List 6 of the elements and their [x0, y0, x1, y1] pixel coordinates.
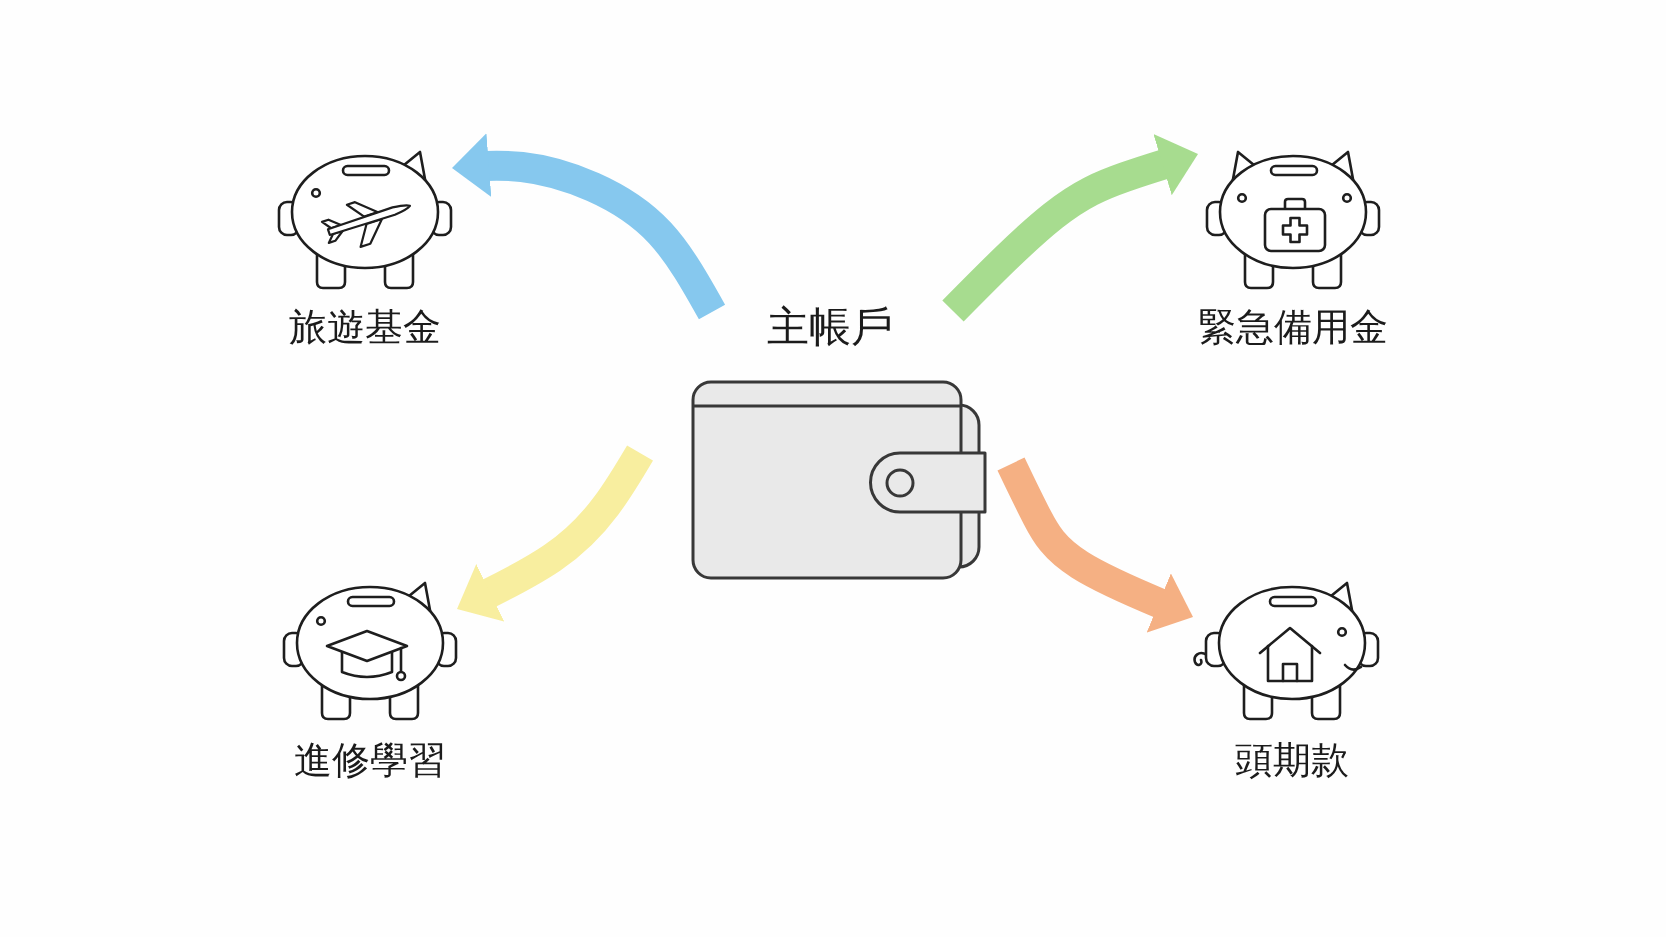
- curved-arrow: [450, 133, 726, 320]
- node-label: 進修學習: [293, 738, 447, 782]
- node-label: 主帳戶: [766, 303, 893, 351]
- node-label: 頭期款: [1234, 738, 1350, 782]
- node-label: 旅遊基金: [288, 305, 442, 349]
- node-label: 緊急備用金: [1197, 305, 1389, 349]
